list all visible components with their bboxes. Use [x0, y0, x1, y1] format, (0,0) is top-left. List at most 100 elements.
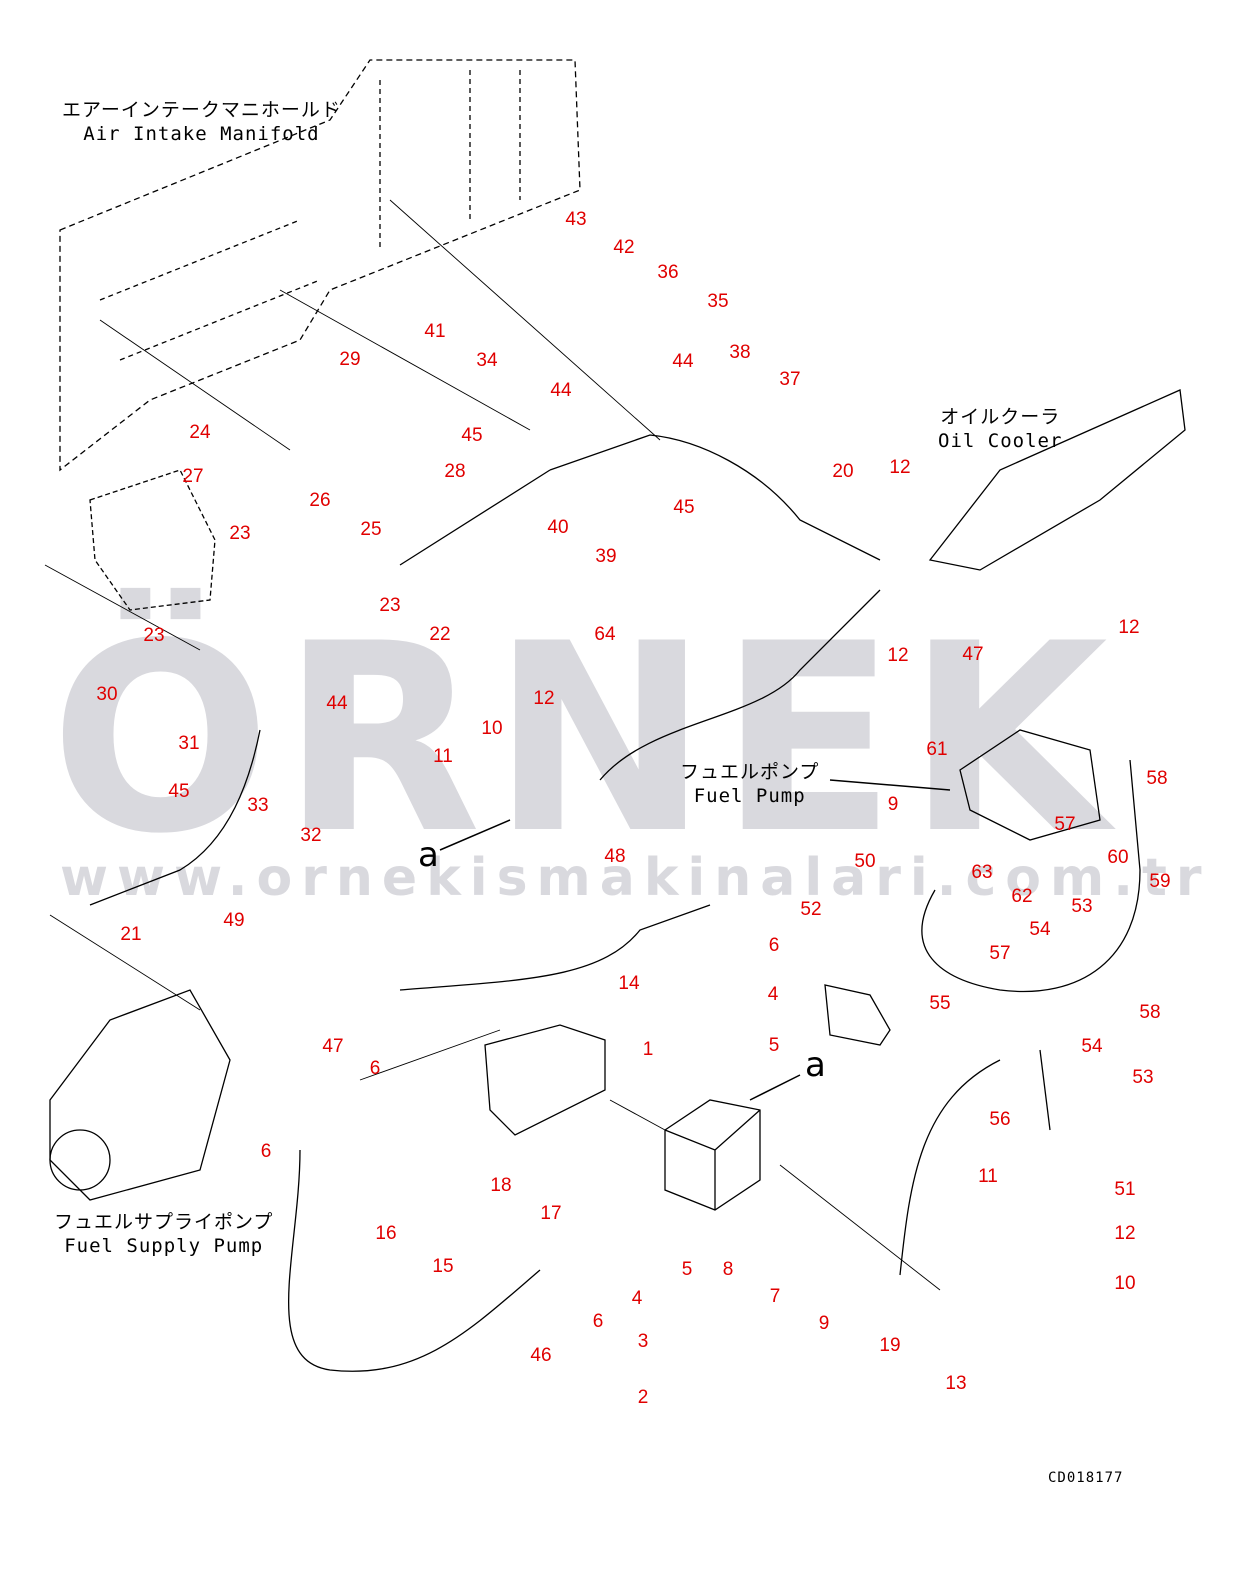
- part-number-label: 26: [309, 490, 331, 511]
- part-number-label: 60: [1107, 847, 1129, 868]
- part-number-label: 44: [672, 351, 694, 372]
- caption-fuel-pump: フュエルポンプ Fuel Pump: [680, 760, 819, 808]
- part-number-label: 15: [432, 1256, 454, 1277]
- part-number-label: 12: [533, 688, 555, 709]
- part-number-label: 23: [143, 625, 165, 646]
- caption-jp: フュエルポンプ: [680, 761, 820, 783]
- part-number-label: 37: [779, 369, 801, 390]
- part-number-label: 13: [945, 1373, 967, 1394]
- caption-jp: オイルクーラ: [940, 406, 1061, 428]
- caption-fuel-supply-pump: フュエルサプライポンプ Fuel Supply Pump: [54, 1210, 273, 1258]
- part-number-label: 14: [618, 973, 640, 994]
- view-a-marker: a: [418, 835, 439, 875]
- part-number-label: 43: [565, 209, 587, 230]
- part-number-label: 58: [1139, 1002, 1161, 1023]
- part-number-label: 62: [1011, 886, 1033, 907]
- part-number-label: 12: [1118, 617, 1140, 638]
- part-number-label: 58: [1146, 768, 1168, 789]
- hose-19: [899, 1059, 1001, 1276]
- part-number-label: 23: [379, 595, 401, 616]
- part-number-label: 33: [247, 795, 269, 816]
- part-number-label: 28: [444, 461, 466, 482]
- part-number-label: 47: [322, 1036, 344, 1057]
- part-number-label: 38: [729, 342, 751, 363]
- fuel-pump-body: [959, 729, 1101, 841]
- part-number-label: 53: [1071, 896, 1093, 917]
- part-number-label: 1: [642, 1039, 654, 1060]
- part-number-label: 44: [326, 693, 348, 714]
- hose-51: [1039, 1049, 1051, 1131]
- part-number-label: 55: [929, 993, 951, 1014]
- drawing-code: CD018177: [1048, 1470, 1124, 1486]
- part-number-label: 49: [223, 910, 245, 931]
- part-number-label: 18: [490, 1175, 512, 1196]
- part-number-label: 48: [604, 846, 626, 867]
- part-number-label: 44: [550, 380, 572, 401]
- part-number-label: 63: [971, 862, 993, 883]
- part-number-label: 6: [768, 935, 780, 956]
- part-number-label: 9: [887, 794, 899, 815]
- caption-jp: エアーインテークマニホールド: [62, 99, 341, 121]
- part-number-label: 5: [681, 1259, 693, 1280]
- hose-48: [399, 904, 711, 991]
- part-number-label: 40: [547, 517, 569, 538]
- caption-jp: フュエルサプライポンプ: [54, 1211, 274, 1233]
- caption-en: Fuel Supply Pump: [64, 1235, 264, 1257]
- part-number-label: 22: [429, 624, 451, 645]
- caption-air-intake-manifold: エアーインテークマニホールド Air Intake Manifold: [62, 98, 341, 146]
- part-number-label: 4: [767, 984, 779, 1005]
- part-number-label: 34: [476, 350, 498, 371]
- part-number-label: 23: [229, 523, 251, 544]
- part-number-label: 10: [481, 718, 503, 739]
- part-number-label: 20: [832, 461, 854, 482]
- part-number-label: 39: [595, 546, 617, 567]
- part-number-label: 54: [1029, 919, 1051, 940]
- part-number-label: 10: [1114, 1273, 1136, 1294]
- bracket-14: [484, 1024, 606, 1136]
- part-number-label: 11: [978, 1166, 998, 1187]
- part-number-label: 57: [989, 943, 1011, 964]
- part-number-label: 27: [182, 466, 204, 487]
- part-number-label: 6: [592, 1311, 604, 1332]
- part-number-label: 12: [889, 457, 911, 478]
- part-number-label: 57: [1054, 814, 1076, 835]
- part-number-label: 5: [768, 1035, 780, 1056]
- part-number-label: 45: [461, 425, 483, 446]
- part-number-label: 45: [168, 781, 190, 802]
- part-number-label: 42: [613, 237, 635, 258]
- hose-20: [549, 434, 881, 561]
- caption-en: Fuel Pump: [693, 785, 806, 807]
- part-number-label: 16: [375, 1223, 397, 1244]
- part-number-label: 41: [424, 321, 446, 342]
- oil-cooler: [928, 389, 1186, 571]
- part-number-label: 6: [369, 1058, 381, 1079]
- supply-pump-body: [49, 989, 231, 1201]
- part-number-label: 30: [96, 684, 118, 705]
- part-number-label: 54: [1081, 1036, 1103, 1057]
- part-number-label: 25: [360, 519, 382, 540]
- part-number-label: 46: [530, 1345, 552, 1366]
- part-number-label: 56: [989, 1109, 1011, 1130]
- filter-head: [89, 469, 216, 611]
- part-number-label: 47: [962, 644, 984, 665]
- hose-64: [599, 589, 881, 781]
- part-number-label: 29: [339, 349, 361, 370]
- part-number-label: 31: [178, 733, 200, 754]
- part-number-label: 4: [631, 1288, 643, 1309]
- hose-21: [89, 729, 261, 906]
- part-number-label: 51: [1114, 1179, 1136, 1200]
- part-number-label: 12: [887, 645, 909, 666]
- part-number-label: 21: [120, 924, 142, 945]
- part-number-label: 17: [540, 1203, 562, 1224]
- part-number-label: 32: [300, 825, 322, 846]
- part-number-label: 64: [594, 624, 616, 645]
- part-number-label: 12: [1114, 1223, 1136, 1244]
- caption-oil-cooler: オイルクーラ Oil Cooler: [938, 405, 1062, 453]
- part-number-label: 11: [433, 746, 453, 767]
- part-number-label: 36: [657, 262, 679, 283]
- part-number-label: 6: [260, 1141, 272, 1162]
- part-number-label: 7: [769, 1286, 781, 1307]
- part-number-label: 24: [189, 422, 211, 443]
